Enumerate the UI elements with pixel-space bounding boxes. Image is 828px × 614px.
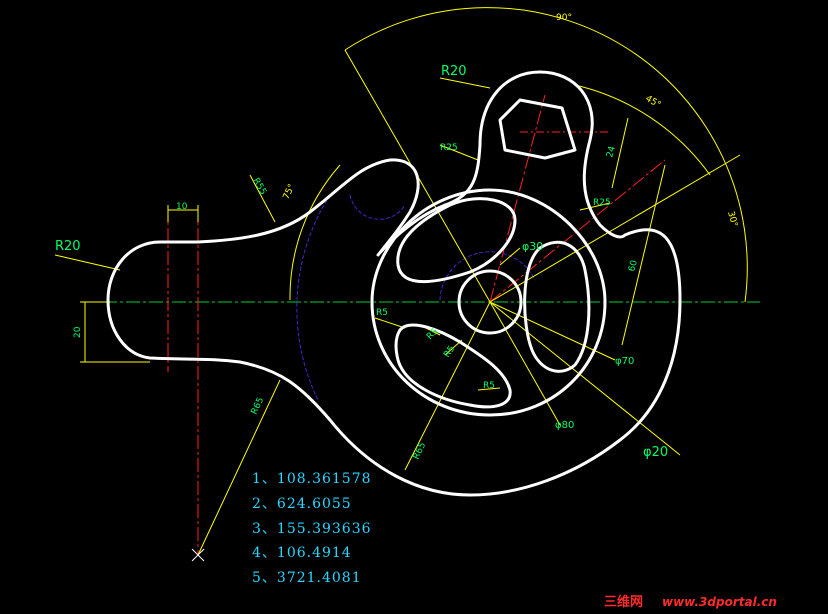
dim-text-30: 30° bbox=[725, 210, 739, 228]
result-1: 1、108.361578 bbox=[252, 471, 372, 487]
hex-hole bbox=[498, 98, 577, 160]
dim-arc-45 bbox=[574, 84, 711, 176]
dim-arc-90 bbox=[344, 7, 748, 303]
dim-text-60: 60 bbox=[627, 259, 640, 273]
dimension-lines bbox=[54, 7, 748, 556]
result-5: 5、3721.4081 bbox=[252, 570, 362, 586]
dim-text-r25b: R25 bbox=[593, 198, 611, 208]
slot-right bbox=[523, 240, 591, 373]
dim-text-r5d: R5 bbox=[483, 381, 495, 391]
dim-text-r55: R55 bbox=[250, 177, 268, 197]
dim-text-24: 24 bbox=[605, 145, 618, 159]
dim-line-60 bbox=[621, 164, 666, 346]
construction-arcs bbox=[296, 194, 536, 401]
center-lines bbox=[80, 94, 760, 555]
dim-text-10: 10 bbox=[176, 202, 188, 212]
dim-text-r5a: R5 bbox=[376, 308, 388, 318]
result-3: 3、155.393636 bbox=[252, 521, 372, 537]
leader-r65-long bbox=[197, 379, 281, 556]
leader-phi20 bbox=[489, 301, 681, 456]
dim-text-20: 20 bbox=[73, 326, 83, 338]
result-4: 4、106.4914 bbox=[252, 545, 352, 561]
leader-r25-a bbox=[439, 144, 479, 161]
label-phi80: φ80 bbox=[555, 420, 574, 431]
hub-hole bbox=[457, 269, 523, 335]
dim-arc-75 bbox=[289, 164, 341, 301]
result-2: 2、624.6055 bbox=[252, 496, 352, 512]
dim-text-75: 75° bbox=[282, 183, 298, 202]
outer-contour bbox=[106, 70, 682, 497]
leader-phi30 bbox=[499, 247, 521, 266]
label-phi30: φ30 bbox=[522, 240, 543, 253]
ext-line-r55 bbox=[249, 174, 276, 223]
leader-phi80 bbox=[489, 301, 561, 426]
label-phi70: φ70 bbox=[615, 356, 634, 367]
radial-centerline-30 bbox=[489, 159, 666, 303]
callout-labels: R20 R20 φ30 φ20 φ70 φ80 bbox=[55, 64, 668, 460]
slot-lower-left bbox=[394, 323, 512, 409]
dim-text-45: 45° bbox=[644, 94, 663, 111]
radial-centerline-hex bbox=[489, 94, 546, 303]
part-outline bbox=[106, 70, 682, 497]
leader-r5-bottom bbox=[477, 387, 501, 391]
leader-r20-top bbox=[439, 77, 491, 89]
leader-r25-b bbox=[579, 202, 611, 211]
dim-text-r65a: R65 bbox=[250, 396, 267, 416]
construct-arc-r80 bbox=[439, 251, 536, 301]
cross-marker-b bbox=[191, 548, 205, 562]
watermark-cn: 三维网 bbox=[604, 594, 643, 610]
dim-text-90: 90° bbox=[556, 13, 572, 23]
leader-r5 bbox=[374, 317, 406, 329]
label-r20-left: R20 bbox=[55, 239, 81, 254]
label-phi20: φ20 bbox=[643, 445, 668, 460]
dim-text-r25a: R25 bbox=[440, 143, 458, 153]
slot-upper-left bbox=[396, 197, 517, 284]
dim-line-24 bbox=[611, 117, 629, 189]
construct-arc-r25 bbox=[349, 194, 406, 220]
ext-line-2 bbox=[489, 154, 741, 303]
leader-phi70 bbox=[489, 301, 616, 361]
watermark: 三维网 www.3dportal.cn bbox=[604, 594, 777, 610]
watermark-url: www.3dportal.cn bbox=[662, 595, 777, 609]
results-list: 1、108.361578 2、624.6055 3、155.393636 4、1… bbox=[252, 471, 372, 586]
leader-r20-left bbox=[54, 254, 121, 271]
label-r20-top: R20 bbox=[441, 64, 467, 79]
inner-ring bbox=[370, 188, 607, 417]
dim-text-r65b: R65 bbox=[412, 441, 429, 461]
center-markers bbox=[191, 548, 205, 562]
construct-arc-r55 bbox=[296, 194, 331, 401]
